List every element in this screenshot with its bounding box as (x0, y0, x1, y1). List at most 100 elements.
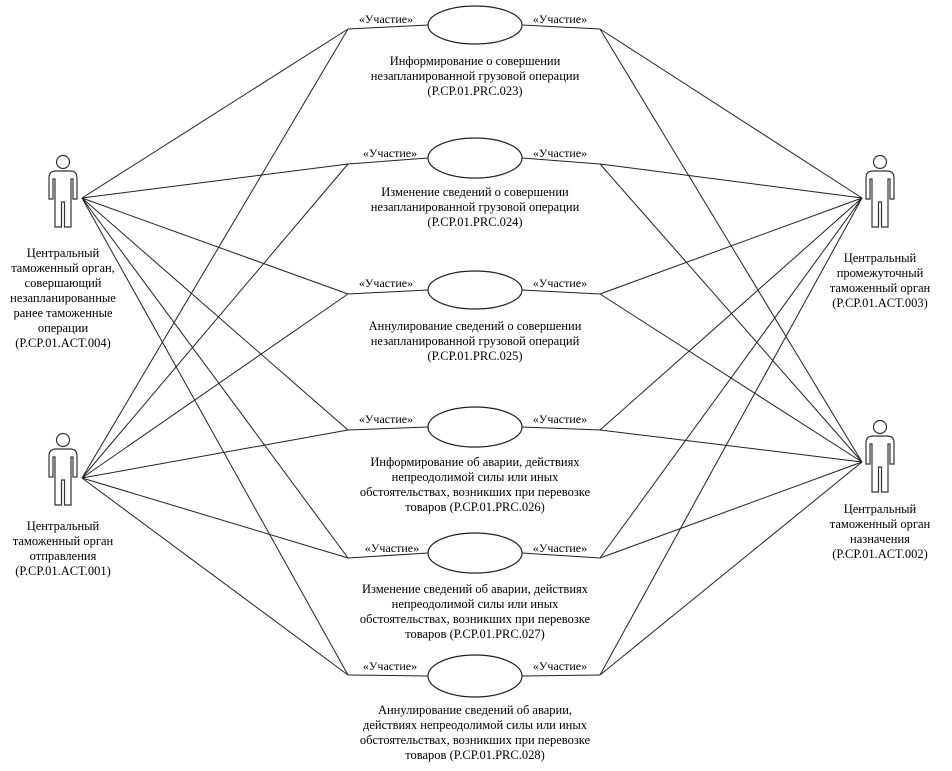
use-case-ellipse[interactable] (427, 270, 523, 310)
connector-right-prc026 (521, 426, 601, 431)
stereotype-label-right: «Участие» (533, 276, 587, 290)
use-case-label-line: незапланированной грузовой операций (371, 334, 580, 348)
use-case-label-line: товаров (P.CP.01.PRC.027) (405, 627, 545, 641)
use-case-label-line: непреодолимой силы или иных (392, 597, 559, 611)
association-act004-prc025 (81, 197, 349, 295)
association-act004-prc026 (81, 197, 349, 431)
association-act004-prc027 (81, 197, 349, 559)
stereotype-label-left: «Участие» (359, 12, 413, 26)
use-case-label-line: (P.CP.01.PRC.024) (427, 215, 522, 229)
use-case-label-line: незапланированной грузовой операции (371, 200, 580, 214)
connector-right-prc028 (521, 674, 601, 677)
use-case-label-line: (P.CP.01.PRC.025) (427, 349, 522, 363)
actor-label-line: совершающий (25, 276, 102, 290)
stereotype-label-left: «Участие» (363, 146, 417, 160)
connector-left-prc023 (347, 24, 429, 30)
use-case-prc026[interactable]: «Участие»«Участие»Информирование об авар… (359, 406, 591, 514)
stereotype-label-left: «Участие» (363, 659, 417, 673)
actor-label-line: (P.CP.01.ACT.002) (832, 547, 928, 561)
association-prc026-act002 (599, 429, 863, 463)
use-case-prc025[interactable]: «Участие» «Участие» Аннулирование сведений… (359, 270, 587, 363)
stereotype-label-right: «Участие» (533, 541, 587, 555)
association-act004-prc024 (81, 163, 349, 199)
use-case-label-line: непреодолимой силы или иных (392, 470, 559, 484)
association-act004-prc028 (81, 197, 349, 676)
actor-body-icon (865, 435, 895, 493)
association-prc024-act002 (599, 163, 863, 463)
association-act001-prc023 (81, 28, 349, 479)
use-case-label-line: незапланированной грузовой операции (371, 69, 580, 83)
use-case-label-line: Изменение сведений о совершении (381, 185, 569, 199)
actor-body-icon (48, 170, 78, 228)
actor-label-line: таможенный орган (13, 534, 114, 548)
connector-right-prc023 (521, 24, 601, 30)
use-case-label-line: обстоятельствах, возникших при перевозке (360, 733, 591, 747)
actor-label-line: Центральный (844, 502, 917, 516)
actor-label-line: операции (38, 321, 89, 335)
actor-label-line: Центральный (27, 519, 100, 533)
actor-label-line: (P.CP.01.ACT.001) (15, 564, 111, 578)
actor-head-icon (55, 432, 71, 448)
use-case-label-line: обстоятельствах, возникших при перевозке (360, 485, 591, 499)
stereotype-label-left: «Участие» (359, 412, 413, 426)
use-case-label-line: обстоятельствах, возникших при перевозке (360, 612, 591, 626)
actor-label-line: промежуточный (837, 266, 924, 280)
use-case-label-line: Аннулирование сведений о совершении (369, 319, 582, 333)
actor-label-line: таможенный орган (830, 517, 931, 531)
stereotype-label-right: «Участие» (533, 659, 587, 673)
use-case-prc028[interactable]: «Участие» «Участие» Аннулирование сведений… (360, 654, 591, 762)
use-case-prc023[interactable]: «Участие»«Участие»Информирование о совер… (359, 5, 587, 98)
use-case-ellipse[interactable] (427, 406, 523, 448)
use-case-ellipse[interactable] (427, 654, 523, 698)
connector-right-prc027 (521, 552, 601, 559)
use-case-ellipse[interactable] (427, 532, 523, 574)
stereotype-label-left: «Участие» (365, 541, 419, 555)
association-act001-prc024 (81, 163, 349, 479)
use-case-label-line: товаров (P.CP.01.PRC.028) (405, 748, 545, 762)
use-case-prc027[interactable]: «Участие» «Участие» Изменение сведений об … (360, 532, 591, 641)
connector-left-prc025 (347, 289, 429, 295)
association-act001-prc026 (81, 429, 349, 479)
connector-right-prc025 (521, 289, 601, 295)
association-prc027-act003 (599, 197, 863, 559)
actor-head-icon (872, 154, 888, 170)
connector-left-prc028 (347, 674, 429, 677)
actor-body-icon (48, 448, 78, 506)
use-case-label-line: Изменение сведений об аварии, действиях (362, 582, 589, 596)
use-case-label-line: действиях непреодолимой силы или иных (363, 718, 588, 732)
use-case-label-line: Аннулирование сведений об аварии, (378, 703, 572, 717)
actor-label-line: отправления (30, 549, 97, 563)
association-act001-prc028 (81, 477, 349, 676)
association-prc027-act002 (599, 461, 863, 559)
actor-label-line: таможенный орган, (11, 261, 115, 275)
actor-label-line: назначения (850, 532, 910, 546)
association-prc028-act003 (599, 197, 863, 676)
association-lines (81, 24, 863, 677)
connector-left-prc024 (347, 157, 429, 165)
association-prc023-act003 (599, 28, 863, 199)
use-case-group: «Участие»«Участие»Информирование о совер… (359, 5, 591, 762)
use-case-prc024[interactable]: «Участие» «Участие» Изменение сведений о с… (363, 137, 587, 229)
association-prc024-act003 (599, 163, 863, 199)
connector-left-prc026 (347, 426, 429, 431)
actor-label-line: (P.CP.01.ACT.004) (15, 336, 111, 350)
stereotype-label-left: «Участие» (359, 276, 413, 290)
actor-label-line: (P.CP.01.ACT.003) (832, 296, 928, 310)
association-prc028-act002 (599, 461, 863, 676)
association-act004-prc023 (81, 28, 349, 199)
use-case-ellipse[interactable] (427, 5, 523, 45)
actor-head-icon (872, 419, 888, 435)
use-case-ellipse[interactable] (427, 137, 523, 179)
association-act001-prc027 (81, 477, 349, 559)
actor-head-icon (55, 154, 71, 170)
actor-label-line: Центральный (27, 246, 100, 260)
stereotype-label-right: «Участие» (533, 412, 587, 426)
connector-left-prc027 (347, 552, 429, 559)
stereotype-label-right: «Участие» (533, 146, 587, 160)
